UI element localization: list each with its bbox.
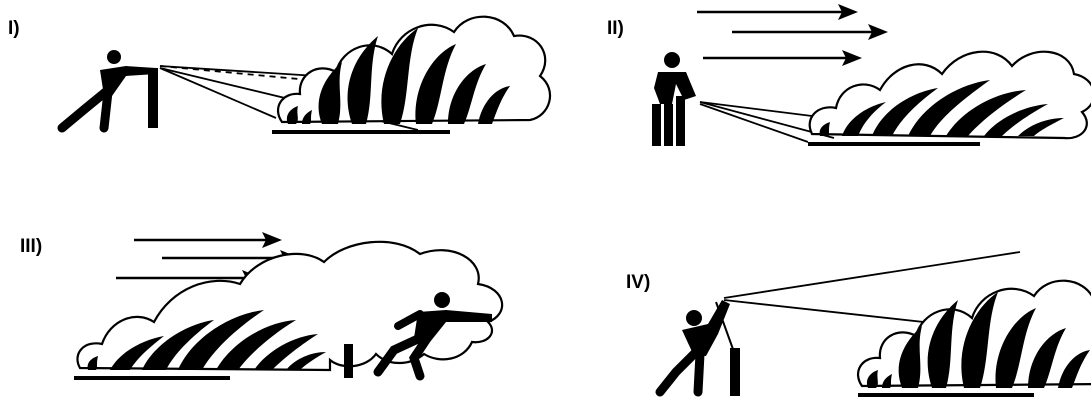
ground-line	[74, 376, 230, 380]
panel-4: IV)	[626, 252, 1091, 397]
panel-label-3: III)	[20, 236, 42, 257]
ground-line	[808, 142, 980, 146]
ground-line	[272, 130, 450, 134]
panel-1: I)	[8, 17, 550, 134]
person-crouching-icon	[62, 50, 158, 128]
panel-label-1: I)	[8, 18, 20, 39]
fire-flames-icon	[858, 281, 1091, 388]
person-standing-icon	[652, 52, 696, 146]
fire-flames-icon	[278, 17, 550, 124]
person-crouching-icon	[660, 300, 740, 396]
panel-label-4: IV)	[626, 272, 650, 293]
ground-line	[858, 393, 1034, 397]
wind-arrows-icon	[697, 4, 888, 66]
panel-2: II)	[607, 4, 1091, 146]
fire-flames-icon	[810, 52, 1091, 138]
panel-3: III)	[20, 232, 502, 380]
panel-label-2: II)	[607, 18, 624, 39]
